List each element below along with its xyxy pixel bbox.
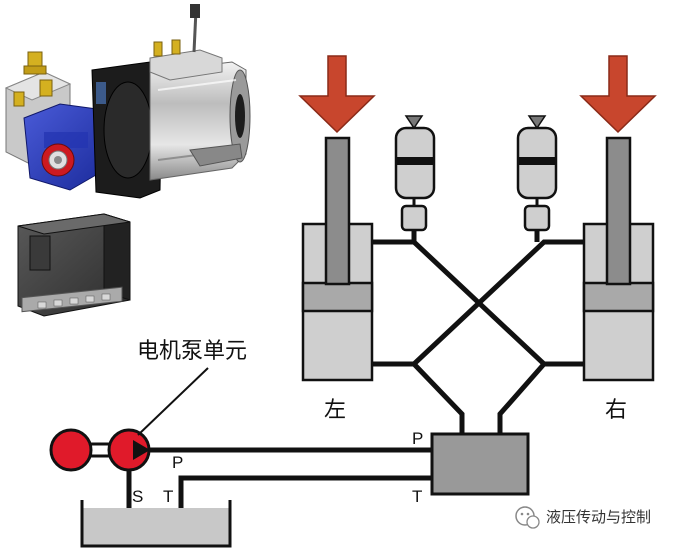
- left-piston: [301, 281, 374, 313]
- right-label: 右: [605, 398, 627, 423]
- valve-P-label: P: [412, 429, 423, 448]
- right-piston: [582, 281, 655, 313]
- motor-circle: [49, 428, 93, 472]
- motor-pump-symbol: [49, 428, 151, 472]
- leader-line: [137, 367, 209, 436]
- left-cylinder: [301, 136, 374, 382]
- left-load-arrow: [298, 55, 376, 134]
- watermark-text: 液压传动与控制: [546, 508, 651, 526]
- left-label: 左: [324, 398, 346, 423]
- cross-line-b: [371, 239, 584, 367]
- right-accumulator: [516, 115, 558, 232]
- tank: [80, 500, 232, 548]
- valve-T-label: T: [412, 487, 422, 506]
- motor-pump-illustration: [4, 4, 251, 199]
- wechat-icon: [515, 506, 540, 529]
- valve-line-right: [497, 362, 546, 434]
- motor-pump-label: 电机泵单元: [137, 339, 247, 364]
- right-rod: [605, 136, 632, 286]
- pump-direction-triangle: [133, 440, 150, 460]
- tank-S-label: S: [132, 487, 143, 506]
- pump-P-label: P: [172, 453, 183, 472]
- right-load-arrow: [579, 55, 657, 134]
- controller-illustration: [17, 213, 131, 317]
- valve-block: [430, 432, 530, 496]
- left-accumulator: [394, 115, 436, 232]
- right-cylinder: [582, 136, 655, 382]
- tank-T-label: T: [163, 487, 173, 506]
- left-rod: [324, 136, 351, 286]
- valve-line-left: [412, 362, 465, 434]
